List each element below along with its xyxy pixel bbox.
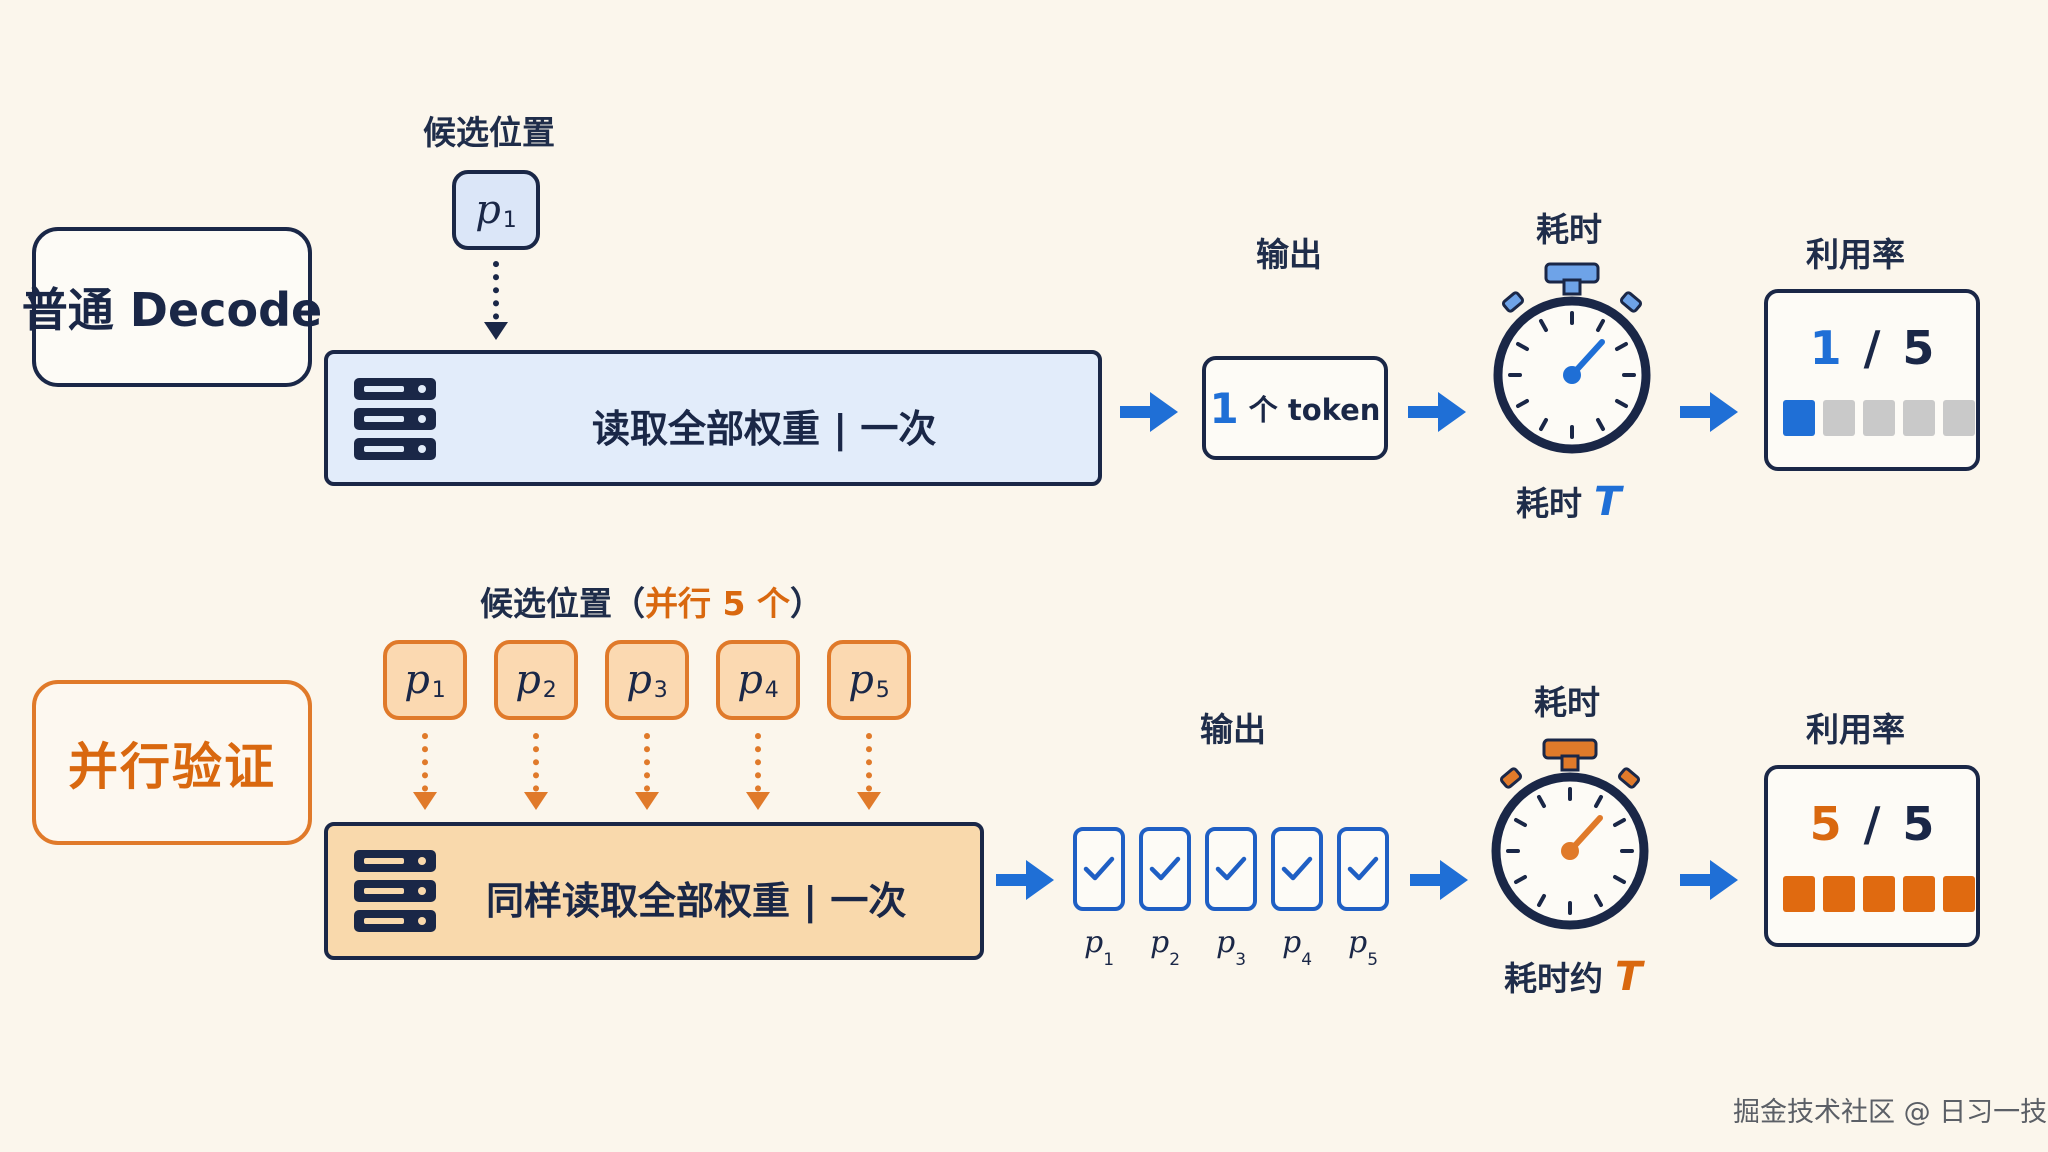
top-util-square bbox=[1823, 400, 1855, 436]
bottom-util-square bbox=[1943, 876, 1975, 912]
top-time-var: T bbox=[1594, 479, 1622, 525]
bottom-candidates-label: 候选位置（并行 5 个） bbox=[480, 584, 823, 623]
top-util-label: 利用率 bbox=[1806, 235, 1905, 274]
top-util-square bbox=[1903, 400, 1935, 436]
bottom-server-icon bbox=[354, 850, 436, 932]
parallel-verify-title: 并行验证 bbox=[32, 680, 312, 845]
top-util-ratio: 1 / 5 bbox=[1809, 321, 1935, 375]
top-time-label: 耗时 bbox=[1536, 210, 1602, 249]
top-dotted-arrow-down-icon bbox=[484, 261, 508, 340]
bottom-weights-label: 同样读取全部权重 | 一次 bbox=[486, 879, 907, 923]
bottom-util-ratio: 5 / 5 bbox=[1809, 797, 1935, 851]
top-stopwatch-icon bbox=[1493, 262, 1651, 454]
top-server-icon bbox=[354, 378, 436, 460]
bottom-util-square bbox=[1823, 876, 1855, 912]
bottom-time-var: T bbox=[1615, 954, 1643, 1000]
top-util-square bbox=[1943, 400, 1975, 436]
bottom-dotted-arrow-down-icon bbox=[857, 733, 881, 810]
output-position-label: p3 bbox=[1215, 925, 1247, 970]
check-icon bbox=[1347, 856, 1379, 881]
top-output-label: 输出 bbox=[1256, 235, 1322, 274]
top-output-box: 1 个 token bbox=[1202, 356, 1388, 460]
bottom-arrow-right-icon-3 bbox=[1680, 860, 1738, 900]
top-weights-bar: 读取全部权重 | 一次 bbox=[324, 350, 1102, 486]
output-check-box bbox=[1337, 827, 1389, 911]
check-icon bbox=[1083, 856, 1115, 881]
normal-decode-title: 普通 Decode bbox=[22, 227, 322, 387]
check-icon bbox=[1281, 856, 1313, 881]
bottom-util-box: 5 / 5 bbox=[1764, 765, 1980, 947]
bottom-util-square bbox=[1783, 876, 1815, 912]
bottom-arrow-right-icon-1 bbox=[996, 860, 1054, 900]
output-position-label: p2 bbox=[1149, 925, 1181, 970]
output-check-box bbox=[1073, 827, 1125, 911]
bottom-util-square bbox=[1863, 876, 1895, 912]
output-check-box bbox=[1205, 827, 1257, 911]
bottom-arrow-right-icon-2 bbox=[1410, 860, 1468, 900]
output-check-box bbox=[1139, 827, 1191, 911]
output-position-label: p4 bbox=[1281, 925, 1313, 970]
watermark: 掘金技术社区 @ 日习一技 bbox=[1733, 1097, 2048, 1128]
bottom-dotted-arrow-down-icon bbox=[413, 733, 437, 810]
top-weights-label: 读取全部权重 | 一次 bbox=[592, 407, 937, 451]
top-util-box: 1 / 5 bbox=[1764, 289, 1980, 471]
bottom-stopwatch-icon bbox=[1491, 738, 1649, 930]
top-arrow-right-icon-1 bbox=[1120, 392, 1178, 432]
top-arrow-right-icon-3 bbox=[1680, 392, 1738, 432]
output-position-label: p5 bbox=[1347, 925, 1379, 970]
bottom-dotted-arrow-down-icon bbox=[635, 733, 659, 810]
bottom-weights-bar: 同样读取全部权重 | 一次 bbox=[324, 822, 984, 960]
check-icon bbox=[1215, 856, 1247, 881]
top-output-text: 个 token bbox=[1248, 393, 1381, 427]
top-output-count: 1 bbox=[1209, 383, 1239, 433]
bottom-dotted-arrow-down-icon bbox=[746, 733, 770, 810]
bottom-util-label: 利用率 bbox=[1806, 710, 1905, 749]
top-arrow-right-icon-2 bbox=[1408, 392, 1466, 432]
bottom-dotted-arrow-down-icon bbox=[524, 733, 548, 810]
output-position-label: p1 bbox=[1083, 925, 1115, 970]
bottom-util-square bbox=[1903, 876, 1935, 912]
top-util-square bbox=[1783, 400, 1815, 436]
top-candidates-label: 候选位置 bbox=[423, 113, 555, 152]
check-icon bbox=[1149, 856, 1181, 881]
output-check-box bbox=[1271, 827, 1323, 911]
bottom-time-label: 耗时 bbox=[1534, 683, 1600, 722]
top-util-square bbox=[1863, 400, 1895, 436]
bottom-output-label: 输出 bbox=[1200, 710, 1266, 749]
